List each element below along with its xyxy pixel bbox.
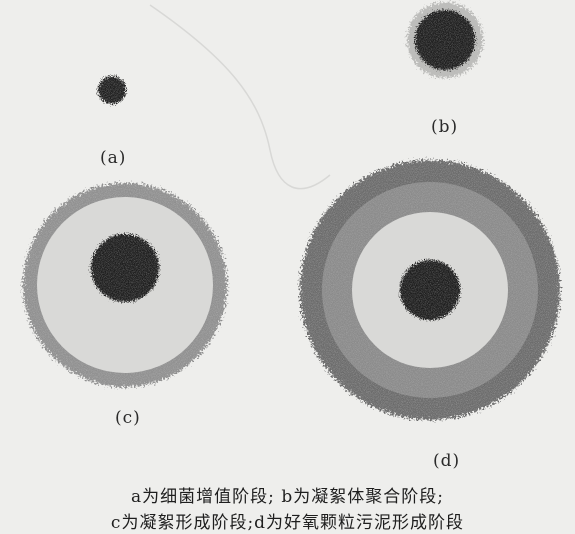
stage-a-bacteria-cluster — [98, 76, 126, 104]
label-b: (b) — [431, 117, 458, 137]
label-c: (c) — [115, 408, 141, 428]
stage-d-aerobic-granule — [300, 160, 560, 420]
label-a: (a) — [100, 148, 126, 168]
caption-line-2: c为凝絮形成阶段;d为好氧颗粒污泥形成阶段 — [0, 508, 575, 533]
label-d: (d) — [433, 451, 460, 471]
scan-trace — [150, 5, 330, 189]
caption-line-1: a为细菌增值阶段; b为凝絮体聚合阶段; — [0, 482, 575, 507]
stage-c-floc — [23, 183, 227, 387]
stage-b-floc-aggregate — [407, 2, 483, 78]
